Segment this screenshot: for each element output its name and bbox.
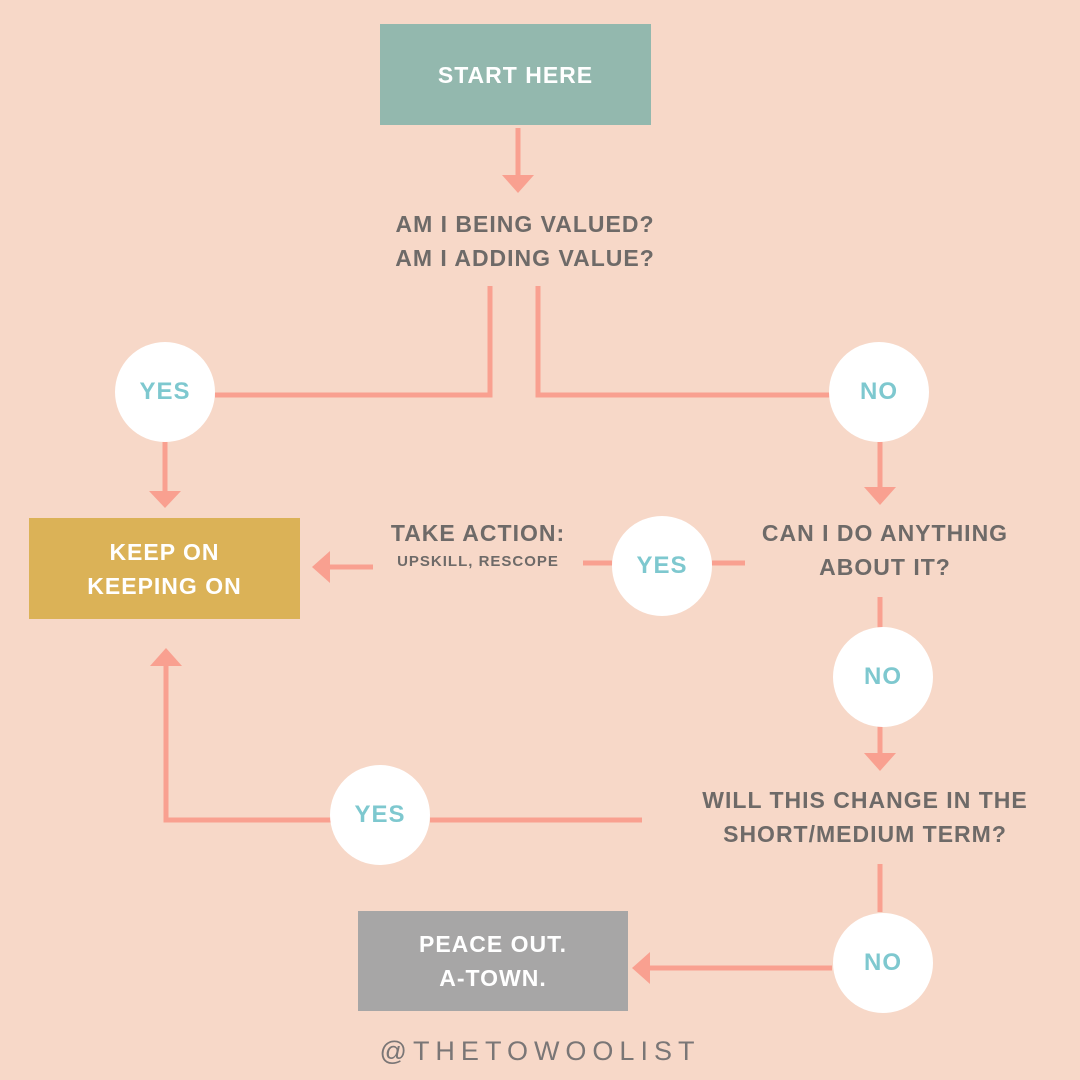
arrowhead-down: [502, 175, 534, 193]
arrowhead-down: [864, 753, 896, 771]
answer-yes-change: YES: [330, 765, 430, 865]
keep-on-box: KEEP ON KEEPING ON: [29, 518, 300, 619]
peace-out-box: PEACE OUT. A-TOWN.: [358, 911, 628, 1011]
arrowhead-down: [149, 491, 181, 508]
arrowhead-left: [312, 551, 330, 583]
answer-yes-action: YES: [612, 516, 712, 616]
question-valued: AM I BEING VALUED? AM I ADDING VALUE?: [395, 211, 655, 271]
answer-no-action: NO: [833, 627, 933, 727]
take-action-title: TAKE ACTION:: [390, 520, 566, 546]
arrowhead-left: [632, 952, 650, 984]
answer-yes-valued: YES: [115, 342, 215, 442]
question-can-i-do: CAN I DO ANYTHING ABOUT IT?: [761, 520, 1009, 580]
answer-no-valued: NO: [829, 342, 929, 442]
take-action-subtitle: UPSKILL, RESCOPE: [397, 553, 559, 570]
question-will-change: WILL THIS CHANGE IN THE SHORT/MEDIUM TER…: [702, 787, 1028, 847]
arrowhead-up: [150, 648, 182, 666]
start-box: START HERE: [380, 24, 651, 125]
connector-q1-yes: [215, 286, 493, 398]
footer-handle: @THETOWOOLIST: [379, 1036, 701, 1066]
connector-yes3-keep: [163, 664, 332, 823]
connector-q1-no: [535, 286, 830, 398]
arrowhead-down: [864, 487, 896, 505]
answer-no-change: NO: [833, 913, 933, 1013]
